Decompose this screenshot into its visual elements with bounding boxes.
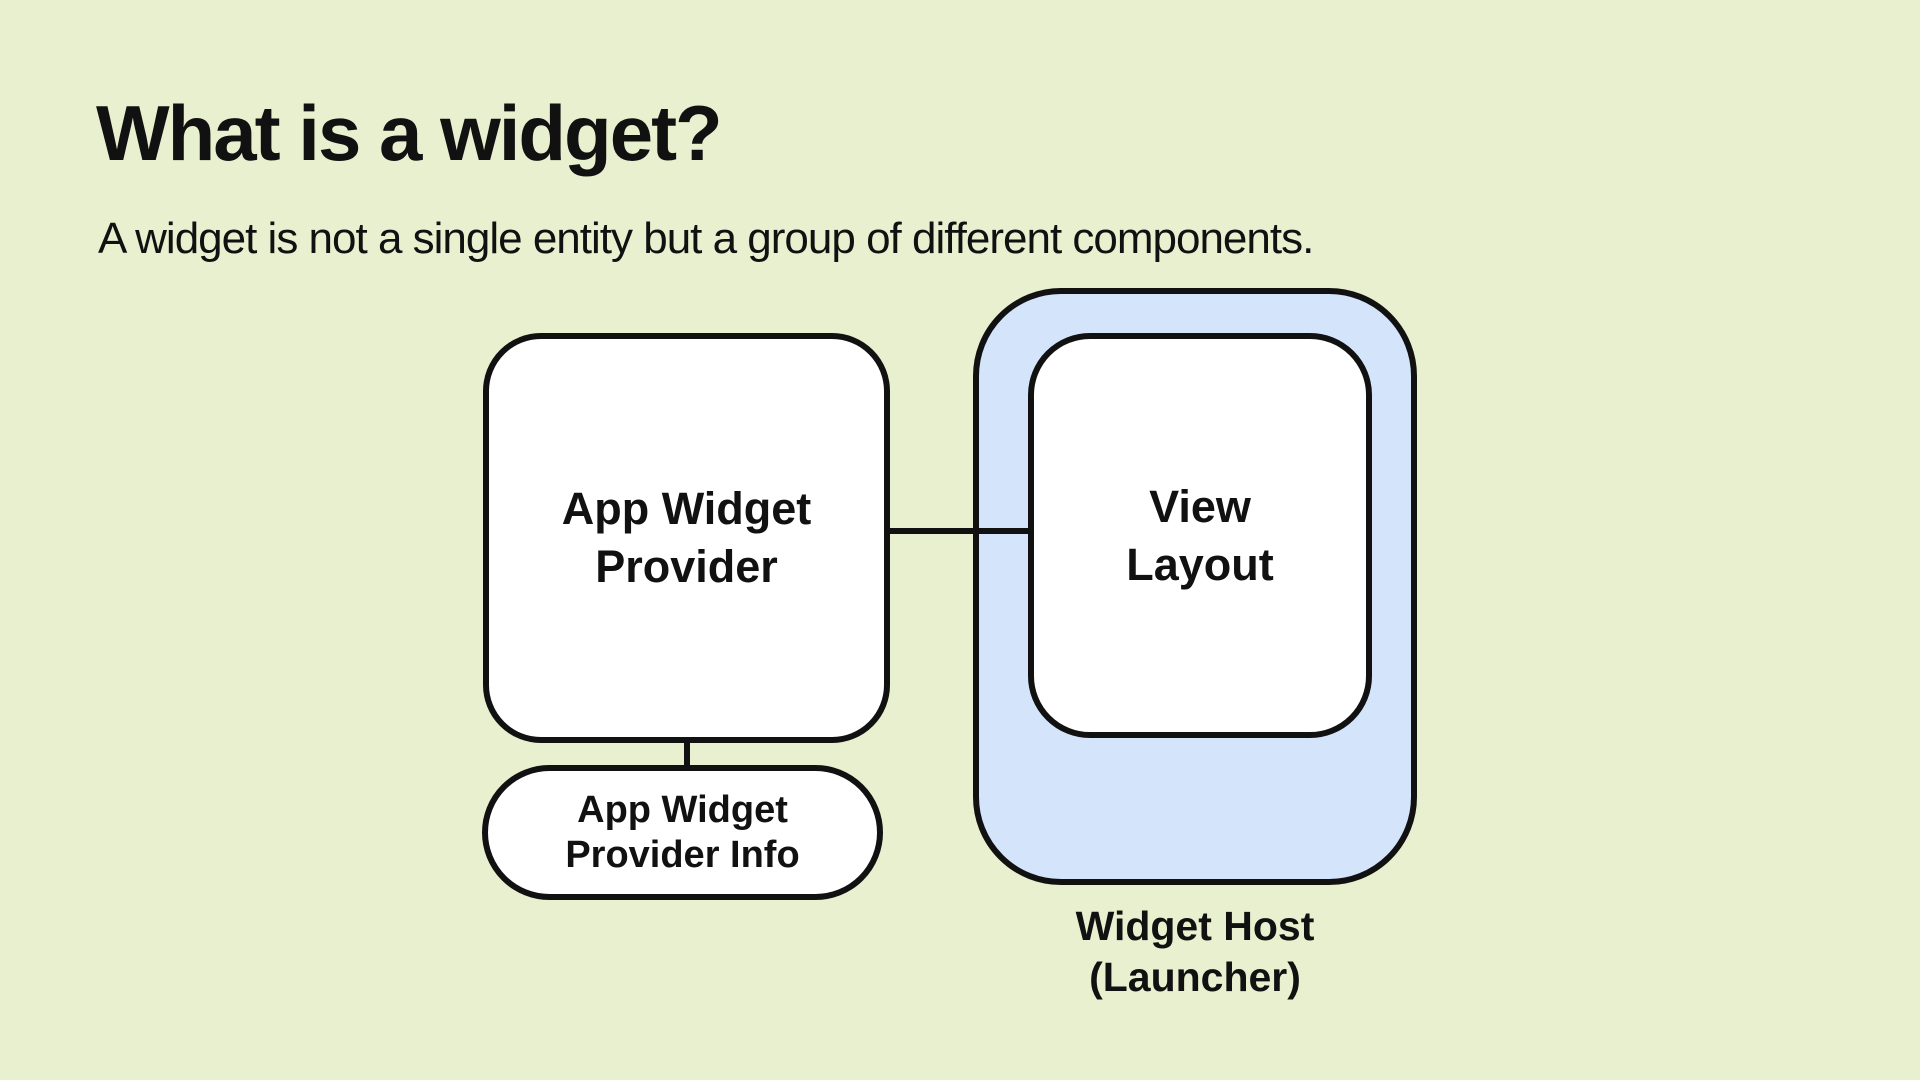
app-widget-provider-info-label: App Widget Provider Info xyxy=(565,788,800,876)
view-layout-label: View Layout xyxy=(1126,480,1274,590)
page-title: What is a widget? xyxy=(96,89,723,177)
page-subtitle: A widget is not a single entity but a gr… xyxy=(98,214,1314,263)
app-widget-provider-box: App Widget Provider xyxy=(483,333,890,743)
app-widget-provider-info-box: App Widget Provider Info xyxy=(482,765,883,900)
app-widget-provider-label: App Widget Provider xyxy=(561,483,812,592)
connector-provider-to-viewlayout xyxy=(886,528,1036,534)
view-layout-box: View Layout xyxy=(1028,333,1372,738)
connector-provider-to-info xyxy=(684,740,690,768)
widget-host-label: Widget Host (Launcher) xyxy=(1075,903,1315,1000)
